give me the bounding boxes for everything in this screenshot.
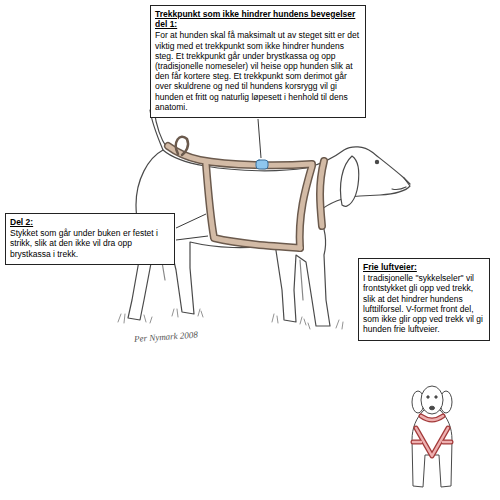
callout-text: I tradisjonelle "sykkelseler" vil fronts…	[363, 273, 485, 334]
harness-neck-strap	[320, 161, 324, 226]
callout-text: Stykket som går under buken er festet i …	[10, 228, 170, 259]
dog-mouth	[392, 187, 406, 189]
grass-strokes	[118, 309, 343, 329]
harness-loop	[176, 137, 188, 155]
harness-belly-strap	[206, 164, 300, 248]
leg-shading	[160, 250, 303, 300]
front-dog-head	[421, 386, 443, 414]
signature: Per Nymark 2008	[134, 330, 199, 344]
leader-line	[176, 214, 206, 228]
harness	[168, 137, 324, 248]
harness-shoulder-strap	[300, 166, 312, 248]
front-dog-eye	[435, 396, 437, 398]
callout-heading: Trekkpunkt som ikke hindrer hundens beve…	[155, 9, 361, 29]
leader-line	[176, 236, 208, 240]
dog-eye	[375, 160, 378, 163]
dog-nose	[404, 178, 410, 184]
front-view-dog	[412, 386, 452, 487]
callout-heading: Del 2:	[10, 217, 170, 227]
front-dog-eye	[427, 396, 429, 398]
callout-box: Trekkpunkt som ikke hindrer hundens beve…	[150, 5, 366, 118]
leader-lines	[176, 119, 261, 240]
harness-ring	[256, 160, 268, 169]
front-view-harness	[413, 416, 451, 456]
grass	[118, 309, 343, 329]
callout-box: Del 2:Stykket som går under buken er fes…	[5, 213, 175, 265]
front-dog-body	[412, 410, 452, 487]
harness-shoulder-strap	[300, 166, 312, 248]
harness-belly-strap	[206, 164, 300, 248]
harness-back-strap	[168, 146, 312, 165]
v-harness-edge	[413, 416, 451, 456]
dog-ear	[340, 156, 358, 206]
callout-heading: Frie luftveier:	[363, 262, 485, 272]
harness-back-strap	[168, 146, 312, 165]
callout-text: For at hunden skal få maksimalt ut av st…	[155, 30, 361, 112]
harness-edge	[168, 146, 324, 248]
callout-box: Frie luftveier:I tradisjonelle "sykkelse…	[358, 258, 490, 341]
harness-fill	[168, 146, 324, 248]
front-dog-nose	[430, 406, 435, 410]
harness-neck-strap	[320, 161, 324, 226]
leader-line	[258, 119, 261, 158]
v-harness-fill	[413, 416, 451, 456]
